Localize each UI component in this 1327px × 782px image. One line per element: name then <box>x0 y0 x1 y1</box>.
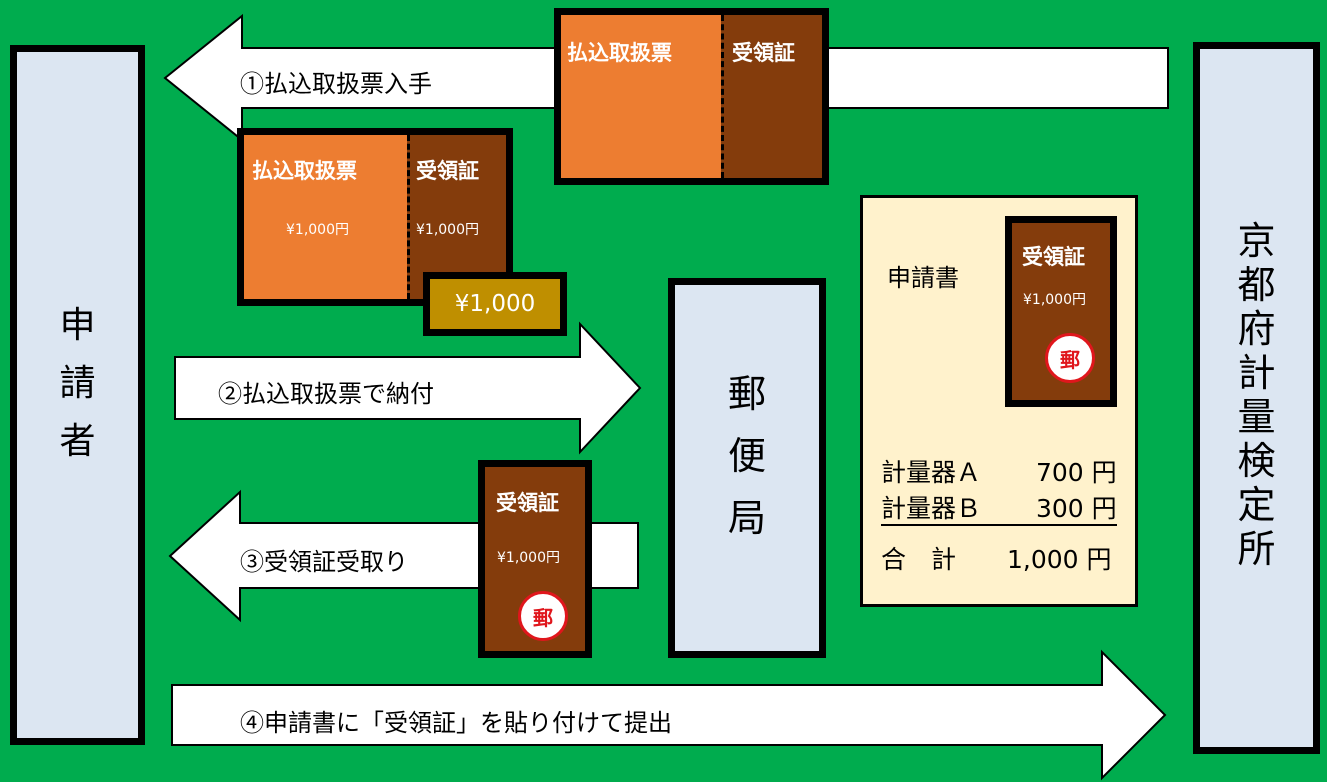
cost-total-price: 1,000 円 <box>1007 545 1112 574</box>
cost-item-name: 計量器Ｂ <box>881 494 982 523</box>
cash-bill: ¥1,000 <box>423 272 567 336</box>
payment-slip-filled: 払込取扱票 ¥1,000円 受領証 ¥1,000円 <box>237 128 513 306</box>
post-office-label: 郵便局 <box>728 375 766 561</box>
application-form-title: 申請書 <box>887 264 959 292</box>
vertical-char: 京 <box>1237 219 1276 263</box>
vertical-char: 量 <box>1237 395 1276 439</box>
cost-total: 合 計 1,000 円 <box>881 540 1112 576</box>
arrow-step4-label: ④申請書に「受領証」を貼り付けて提出 <box>240 709 672 737</box>
payment-slip-amount: ¥1,000円 <box>286 222 349 238</box>
payment-slip-top: 払込取扱票 受領証 <box>554 8 829 185</box>
receipt-label: 受領証 <box>416 159 479 183</box>
vertical-char: 郵 <box>727 372 766 416</box>
cost-line-item: 計量器Ａ 700 円 <box>881 453 1117 489</box>
cost-line-item: 計量器Ｂ 300 円 <box>881 494 1117 526</box>
applicant-label: 申請者 <box>59 308 95 482</box>
arrow-step2-label: ②払込取扱票で納付 <box>218 380 434 408</box>
stamped-receipt: 受領証 ¥1,000円 郵 <box>478 460 592 658</box>
receipt-label: 受領証 <box>496 491 559 515</box>
arrow-step1-label: ①払込取扱票入手 <box>240 70 432 98</box>
cash-amount: ¥1,000 <box>454 291 536 317</box>
vertical-char: 検 <box>1237 439 1276 483</box>
receipt-amount: ¥1,000円 <box>1023 292 1086 308</box>
receipt-part: 受領証 <box>721 15 822 178</box>
vertical-char: 定 <box>1237 483 1276 527</box>
vertical-char: 便 <box>727 434 766 478</box>
payment-slip-part: 払込取扱票 <box>561 15 721 178</box>
post-office-stamp: 郵 <box>518 591 568 641</box>
payment-slip-label: 払込取扱票 <box>252 159 357 183</box>
attached-receipt: 受領証 ¥1,000円 郵 <box>1005 216 1117 407</box>
post-office-stamp: 郵 <box>1045 333 1095 383</box>
arrow-step3-label: ③受領証受取り <box>240 548 408 576</box>
receipt-label: 受領証 <box>1022 245 1085 269</box>
application-form: 申請書 受領証 ¥1,000円 郵 計量器Ａ 700 円 計量器Ｂ 300 円 合 … <box>860 195 1138 607</box>
arrow-step2 <box>174 321 642 455</box>
vertical-char: 申 <box>59 305 96 346</box>
cost-item-price: 700 円 <box>1036 458 1117 487</box>
vertical-char: 都 <box>1237 263 1276 307</box>
vertical-char: 府 <box>1237 307 1276 351</box>
receipt-amount: ¥1,000円 <box>497 550 560 566</box>
vertical-char: 所 <box>1237 527 1276 571</box>
post-office-box: 郵便局 <box>668 278 826 658</box>
cost-item-name: 計量器Ａ <box>881 458 982 487</box>
vertical-char: 請 <box>59 363 96 404</box>
applicant-box: 申請者 <box>10 45 145 745</box>
receipt-part: 受領証 ¥1,000円 <box>407 135 506 299</box>
inspection-office-label: 京都府計量検定所 <box>1237 222 1275 574</box>
arrow-step4 <box>171 649 1167 781</box>
cost-item-price: 300 円 <box>1036 494 1117 523</box>
cost-total-label: 合 計 <box>881 545 957 574</box>
receipt-label: 受領証 <box>732 41 795 65</box>
receipt-amount: ¥1,000円 <box>416 222 479 238</box>
payment-slip-part: 払込取扱票 ¥1,000円 <box>244 135 407 299</box>
vertical-char: 局 <box>727 496 766 540</box>
inspection-office-box: 京都府計量検定所 <box>1193 42 1320 754</box>
vertical-char: 計 <box>1237 351 1276 395</box>
vertical-char: 者 <box>59 421 96 462</box>
payment-slip-label: 払込取扱票 <box>567 41 672 65</box>
